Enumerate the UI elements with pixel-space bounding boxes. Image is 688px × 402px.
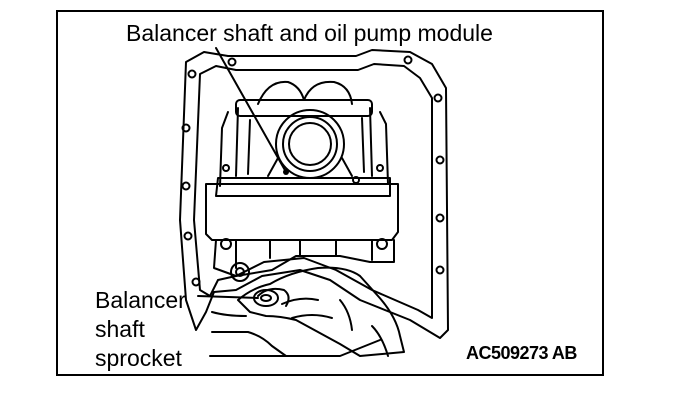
module-bolt	[220, 238, 232, 250]
flange-bolt	[191, 277, 201, 287]
module-bolt-small	[376, 164, 384, 172]
crank-journal-arches	[235, 80, 373, 177]
leader-line-sprocket	[197, 295, 259, 299]
module-housing-lower	[213, 239, 395, 277]
sprocket-hub	[260, 294, 272, 302]
flange-bolt	[181, 123, 191, 133]
flange-bolt	[435, 213, 445, 223]
module-housing-top	[215, 177, 391, 197]
flange-bolt	[403, 55, 413, 65]
journal-bridge	[235, 99, 373, 117]
flange-bolt	[435, 155, 445, 165]
leader-line-module	[215, 47, 287, 173]
figure-code: AC509273 AB	[466, 343, 577, 363]
flange-bolt	[183, 231, 193, 241]
sprocket-callout-line3: sprocket	[95, 345, 182, 371]
oil-pan-flange-outer	[179, 49, 449, 339]
module-bolt-small	[352, 176, 360, 184]
oil-strainer-ring	[282, 116, 338, 172]
module-boss	[230, 262, 250, 282]
flange-bolt	[435, 265, 445, 275]
sprocket-callout-line2: shaft	[95, 316, 145, 342]
oil-strainer-outer	[275, 109, 345, 179]
oil-strainer-inner	[288, 122, 332, 166]
flange-bolt	[181, 181, 191, 191]
strainer-neck	[267, 157, 353, 177]
module-callout-label: Balancer shaft and oil pump module	[126, 20, 493, 46]
hand-thumb	[257, 287, 290, 307]
module-boss	[235, 267, 245, 277]
module-housing-body	[205, 183, 399, 241]
journal-webs	[219, 111, 389, 187]
flange-bolt	[227, 57, 237, 67]
module-ribs	[235, 239, 373, 269]
sprocket-callout-line1: Balancer	[95, 287, 186, 313]
hand-finger-lines	[281, 297, 389, 357]
module-bolt	[376, 238, 388, 250]
leader-dot-module	[283, 169, 289, 175]
hand-outline	[237, 266, 405, 357]
flange-bolt	[187, 69, 197, 79]
sprocket-callout-label: Balancer shaft sprocket	[95, 286, 186, 373]
pan-lower-edge	[209, 311, 381, 357]
oil-pan-flange-inner	[193, 63, 433, 319]
flange-bolt	[433, 93, 443, 103]
module-bolt-small	[222, 164, 230, 172]
